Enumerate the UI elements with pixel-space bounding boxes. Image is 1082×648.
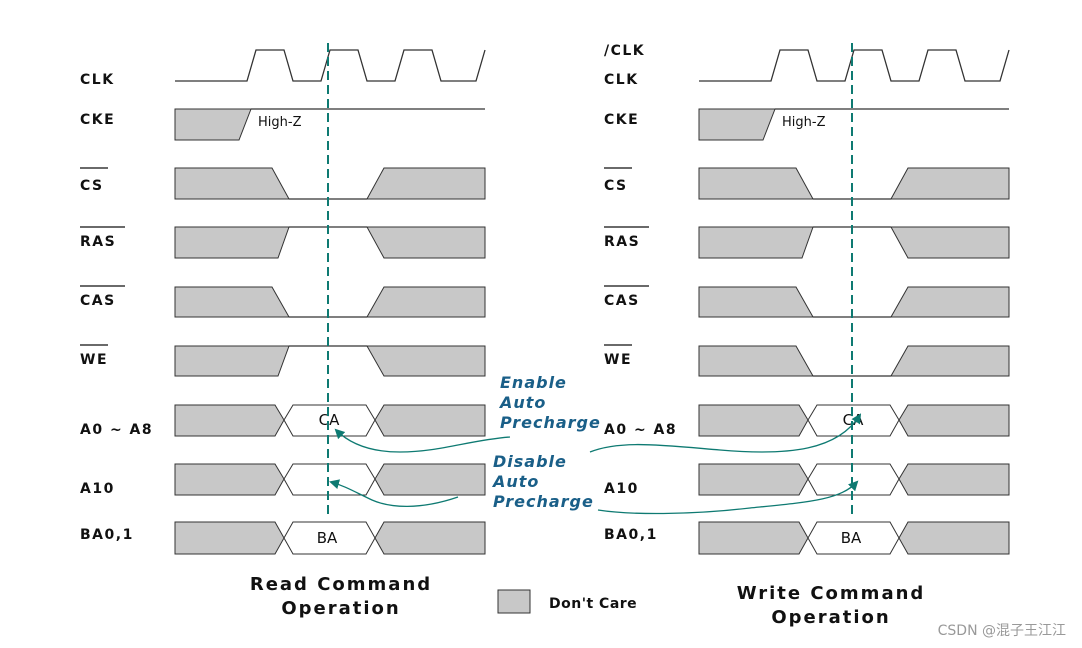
we-dont-care-right: [366, 345, 486, 377]
cs-dont-care-right: [890, 167, 1010, 200]
signal-label-clk-bar: /CLK: [604, 43, 645, 59]
signal-label-ras: RAS: [604, 234, 640, 250]
signal-label-clk: CLK: [80, 72, 115, 88]
ras-dont-care-right: [366, 226, 486, 259]
signal-label-a10: A10: [604, 481, 639, 497]
addr-dont-care-left: [174, 404, 285, 437]
cke-dont-care: [174, 108, 252, 141]
cs-dont-care-left: [174, 167, 290, 200]
addr-dont-care-right: [374, 404, 486, 437]
a10-dont-care-left: [174, 463, 285, 496]
disable-arrow-to-read: [329, 479, 459, 508]
legend-dont-care-swatch: [497, 589, 531, 614]
signal-label-addr: A0 ~ A8: [80, 422, 153, 438]
signal-label-cs: CS: [604, 178, 628, 194]
signal-label-cs: CS: [80, 178, 104, 194]
ba-dont-care-left: [698, 521, 809, 555]
watermark: CSDN @混子王江江: [938, 623, 1066, 639]
signal-label-cke: CKE: [604, 112, 639, 128]
ba-dont-care-right: [374, 521, 486, 555]
a10-dont-care-right: [374, 463, 486, 496]
enable-note-line1: Enable: [500, 373, 567, 392]
signal-label-clk: CLK: [604, 72, 639, 88]
ba-dont-care-right: [898, 521, 1010, 555]
signal-label-addr: A0 ~ A8: [604, 422, 677, 438]
write-panel: /CLK CLK CKE CS RAS CAS WE A0 ~ A8 A10 B…: [604, 43, 1010, 628]
signal-label-we: WE: [80, 352, 108, 368]
ras-dont-care-left: [698, 226, 814, 259]
addr-dont-care-left: [698, 404, 809, 437]
disable-note-line3: Precharge: [493, 492, 594, 511]
ba-label: BA: [317, 529, 338, 547]
cs-dont-care-right: [366, 167, 486, 200]
legend: Don't Care: [497, 589, 637, 614]
cas-dont-care-right: [366, 286, 486, 318]
signal-label-cas: CAS: [604, 293, 640, 309]
ba-label: BA: [841, 529, 862, 547]
signal-label-ba: BA0,1: [80, 527, 134, 543]
cas-dont-care-right: [890, 286, 1010, 318]
a10-dont-care-left: [698, 463, 809, 496]
we-dont-care-left: [174, 345, 290, 377]
ca-label: CA: [319, 411, 340, 429]
we-dont-care-right: [890, 345, 1010, 377]
ca-label: CA: [843, 411, 864, 429]
signal-label-we: WE: [604, 352, 632, 368]
high-z-label: High-Z: [258, 115, 302, 130]
signal-label-cas: CAS: [80, 293, 116, 309]
ba-dont-care-left: [174, 521, 285, 555]
addr-dont-care-right: [898, 404, 1010, 437]
enable-note-line3: Precharge: [500, 413, 601, 432]
a10-valid-cell: [283, 463, 376, 496]
a10-valid-cell: [807, 463, 900, 496]
write-caption-line2: Operation: [771, 607, 890, 628]
read-panel: CLK CKE CS RAS CAS WE A0 ~ A8 A10 BA0,1 …: [80, 43, 486, 619]
auto-precharge-notes: Enable Auto Precharge Disable Auto Prech…: [329, 373, 862, 515]
disable-note-line2: Auto: [491, 472, 539, 491]
enable-arrow-to-write: [589, 413, 862, 453]
enable-arrow-to-read: [334, 428, 511, 453]
cs-dont-care-left: [698, 167, 814, 200]
high-z-label: High-Z: [782, 115, 826, 130]
signal-label-cke: CKE: [80, 112, 115, 128]
cas-dont-care-left: [698, 286, 814, 318]
cas-dont-care-left: [174, 286, 290, 318]
write-caption-line1: Write Command: [737, 583, 926, 604]
ras-dont-care-right: [890, 226, 1010, 259]
disable-note-line1: Disable: [493, 452, 567, 471]
disable-arrow-to-write: [597, 480, 859, 515]
a10-dont-care-right: [898, 463, 1010, 496]
legend-dont-care-label: Don't Care: [549, 596, 637, 612]
read-caption-line1: Read Command: [250, 574, 432, 595]
clk-waveform: [699, 49, 1010, 82]
signal-label-a10: A10: [80, 481, 115, 497]
read-caption-line2: Operation: [281, 598, 400, 619]
enable-note-line2: Auto: [498, 393, 546, 412]
we-dont-care-left: [698, 345, 814, 377]
signal-label-ba: BA0,1: [604, 527, 658, 543]
signal-label-ras: RAS: [80, 234, 116, 250]
ras-dont-care-left: [174, 226, 290, 259]
clk-waveform: [175, 49, 486, 82]
cke-dont-care: [698, 108, 776, 141]
